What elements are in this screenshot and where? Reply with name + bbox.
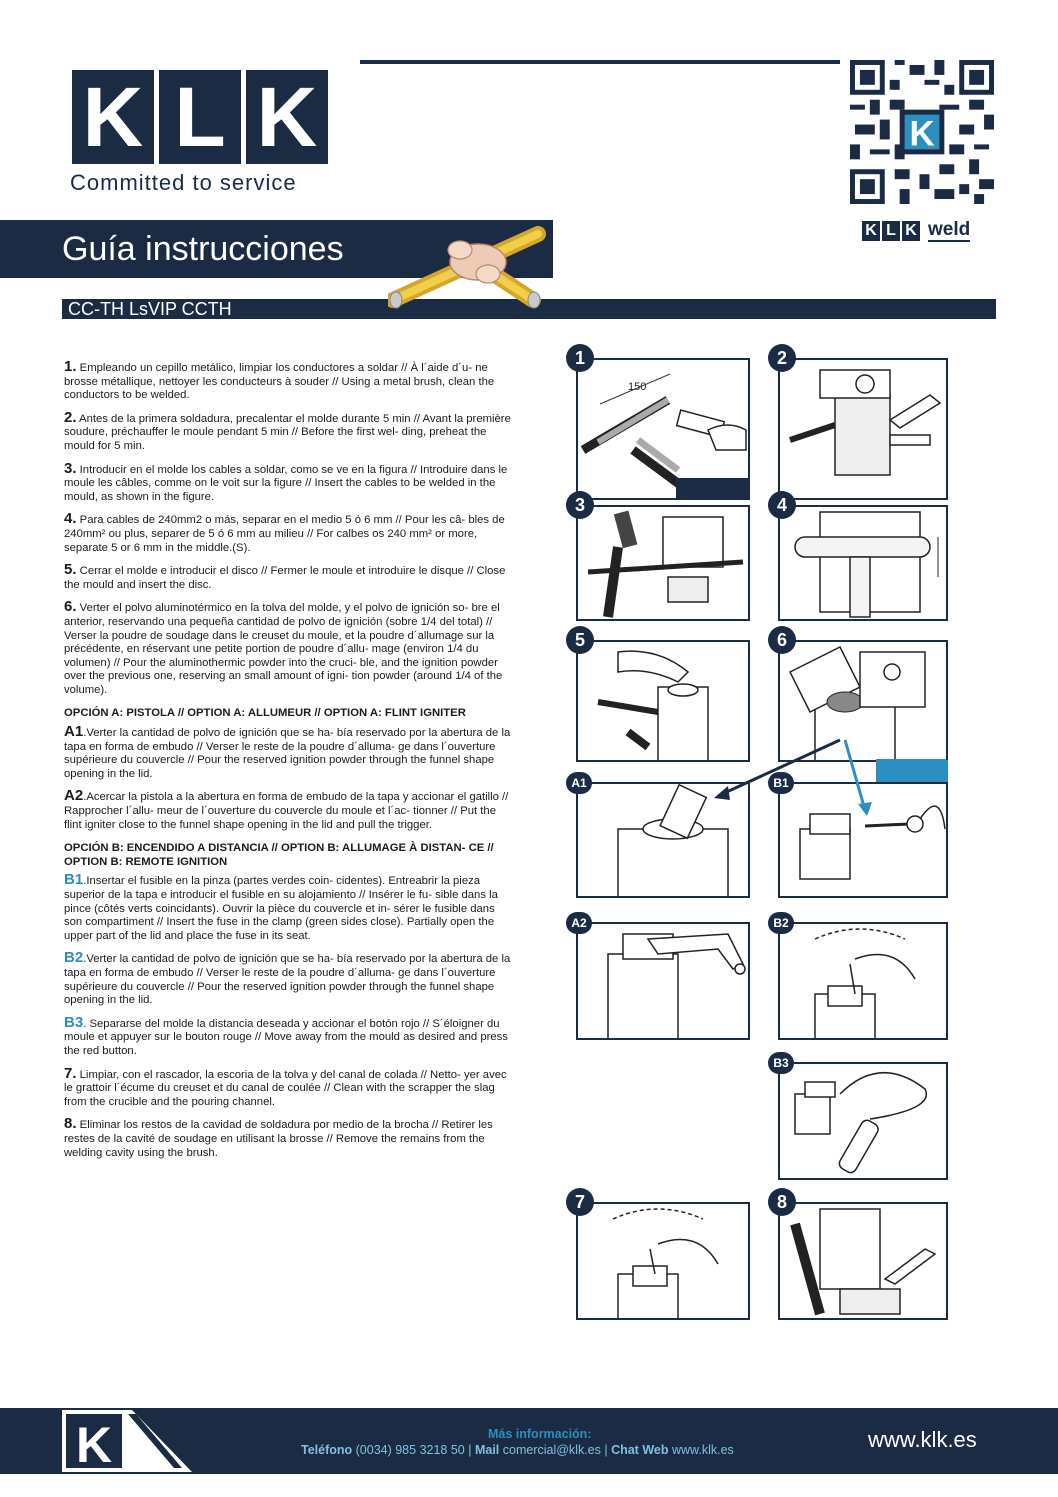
figure-badge: 7	[566, 1188, 594, 1216]
figure-panel-a2: A2	[566, 912, 750, 1040]
step-4: 4. Para cables de 240mm2 o más, separar …	[64, 510, 505, 554]
chat-link[interactable]: www.klk.es	[668, 1443, 734, 1457]
figure-badge: 6	[768, 626, 796, 654]
option-b-heading: OPCIÓN B: ENCENDIDO A DISTANCIA // OPTIO…	[64, 842, 494, 868]
contact-line: Teléfono (0034) 985 3218 50 | Mail comer…	[301, 1443, 734, 1457]
step-b2: B2.Verter la cantidad de polvo de ignici…	[64, 949, 511, 1007]
step-a1: A1.Verter la cantidad de polvo de ignici…	[64, 723, 511, 780]
mould-preheat-illustration-icon	[789, 369, 942, 476]
figure-badge: A1	[566, 772, 592, 794]
figure-panel-5: 5	[566, 626, 750, 762]
weld-logo-letter: K	[862, 221, 880, 241]
svg-text:150: 150	[628, 381, 646, 393]
figure-panel-6: 6	[768, 626, 948, 782]
mail-link[interactable]: comercial@klk.es |	[499, 1443, 612, 1457]
figure-panel-8: 8	[768, 1188, 948, 1320]
brand-tagline: Committed to service	[70, 170, 297, 195]
step-7: 7. Limpiar, con el rascador, la escoria …	[64, 1064, 507, 1108]
step-8: 8. Eliminar los restos de la cavidad de …	[64, 1115, 493, 1159]
logo-letter-k2: K	[246, 70, 328, 164]
klk-weld-logo: K L K weld	[862, 219, 971, 242]
page-title: Guía instrucciones	[62, 230, 344, 268]
figure-badge: B3	[768, 1052, 794, 1074]
cable-separation-illustration-icon	[794, 511, 939, 618]
figure-panel-4: 4	[768, 491, 948, 621]
option-a-heading: OPCIÓN A: PISTOLA // OPTION A: ALLUMEUR …	[64, 707, 466, 720]
figure-panel-2: 2	[768, 344, 948, 500]
figure-panel-3: 3	[566, 491, 750, 621]
svg-text:K: K	[76, 1417, 112, 1472]
arrow-to-options-icon	[714, 738, 872, 816]
step-2: 2. Antes de la primera soldadura, precal…	[64, 408, 511, 452]
step-5: 5. Cerrar el molde e introducir el disco…	[64, 561, 506, 591]
logo-letter-l: L	[159, 70, 241, 164]
ignition-powder-illustration-icon	[617, 784, 729, 896]
subtitle-band	[62, 299, 996, 319]
weld-logo-letter: K	[902, 221, 920, 241]
step-b1: B1.Insertar el fusible en la pinza (part…	[64, 871, 498, 942]
figure-badge: A2	[566, 912, 592, 934]
figure-badge: B2	[768, 912, 794, 934]
header-rule	[360, 60, 840, 64]
step-6: 6. Verter el polvo aluminotérmico en la …	[64, 598, 503, 696]
weld-logo-letter: L	[882, 221, 900, 241]
figure-badge: 3	[566, 491, 594, 519]
logo-letter-k1: K	[72, 70, 154, 164]
step-a2: A2.Acercar la pistola a la abertura en f…	[64, 787, 509, 831]
qr-code-icon[interactable]: K	[850, 60, 994, 204]
slag-cleaning-illustration-icon	[612, 1208, 719, 1318]
figure-badge: 1	[566, 344, 594, 372]
figure-panel-b2: B2	[768, 912, 948, 1040]
step-3: 3. Introducir en el molde los cables a s…	[64, 459, 508, 503]
website-link[interactable]: www.klk.es	[868, 1427, 977, 1452]
cable-insert-illustration-icon	[587, 510, 744, 618]
blue-highlight-bar	[876, 760, 948, 782]
figure-panel-b3: B3	[768, 1052, 948, 1180]
disc-insert-illustration-icon	[597, 650, 709, 760]
connector-illustration-icon	[388, 226, 546, 309]
instruction-steps: 1. Empleando un cepillo metálico, limpia…	[64, 358, 514, 1168]
more-info-label: Más información:	[488, 1427, 592, 1441]
svg-text:K: K	[909, 115, 934, 153]
figure-panel-1: 150 1	[566, 344, 750, 500]
step-b3: B3. Separarse del molde la distancia des…	[64, 1013, 508, 1057]
remote-ignition-illustration-icon	[794, 1071, 928, 1174]
cable-brushing-illustration-icon: 150	[580, 373, 748, 498]
fuse-insert-illustration-icon	[799, 805, 946, 880]
flint-igniter-illustration-icon	[607, 933, 746, 1038]
figure-badge: 5	[566, 626, 594, 654]
figure-badge: B1	[768, 772, 794, 794]
powder-pour-illustration-icon	[788, 645, 946, 760]
figure-badge: 4	[768, 491, 796, 519]
figure-badge: 2	[768, 344, 796, 372]
ignition-pour-illustration-icon	[814, 928, 916, 1038]
footer-logo-icon: K	[62, 1410, 192, 1472]
figure-panel-a1: A1	[566, 772, 750, 898]
figure-badge: 8	[768, 1188, 796, 1216]
product-code: CC-TH LsVIP CCTH	[68, 299, 232, 319]
weld-logo-text: weld	[928, 219, 971, 242]
step-1: 1. Empleando un cepillo metálico, limpia…	[64, 358, 495, 402]
figure-panel-7: 7	[566, 1188, 750, 1320]
cavity-brushing-illustration-icon	[790, 1208, 937, 1316]
